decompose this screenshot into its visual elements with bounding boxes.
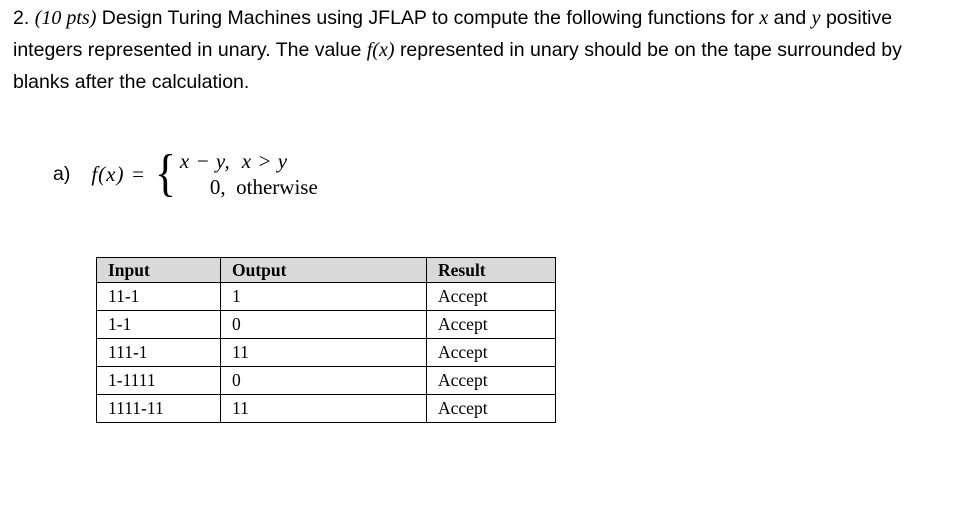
cell-input: 11-1: [96, 282, 221, 311]
formula-lhs: f(x) =: [91, 161, 146, 186]
cell-result: Accept: [426, 310, 556, 339]
table-row: 1-1111 0 Accept: [96, 366, 556, 395]
cell-result: Accept: [426, 282, 556, 311]
cell-output: 0: [220, 310, 427, 339]
item-label-a: a): [53, 162, 71, 185]
variable-y: y: [811, 7, 821, 29]
formula-part-a: a) f(x) = { x − y, x > y 0, otherwise: [53, 148, 318, 200]
cell-result: Accept: [426, 366, 556, 395]
cell-input: 111-1: [96, 338, 221, 367]
points-label: (10 pts): [34, 7, 97, 29]
problem-line-3: blanks after the calculation.: [13, 66, 973, 98]
cell-result: Accept: [426, 394, 556, 423]
table-row: 111-1 11 Accept: [96, 338, 556, 367]
cell-output: 0: [220, 366, 427, 395]
piecewise-cases: x − y, x > y 0, otherwise: [180, 148, 318, 200]
cell-output: 1: [220, 282, 427, 311]
column-header-input: Input: [96, 257, 221, 283]
problem-text-1: Design Turing Machines using JFLAP to co…: [101, 7, 754, 29]
column-header-output: Output: [220, 257, 427, 283]
problem-line-2: integers represented in unary. The value…: [13, 34, 973, 66]
problem-number: 2.: [13, 7, 30, 29]
case-x-greater-y: x − y, x > y: [179, 149, 288, 173]
results-table: Input Output Result 11-1 1 Accept 1-1 0 …: [96, 257, 556, 423]
cell-input: 1-1: [96, 310, 221, 339]
cell-input: 1-1111: [96, 366, 221, 395]
problem-text-4: blanks after the calculation.: [13, 71, 250, 93]
column-header-result: Result: [426, 257, 556, 283]
case-otherwise: 0, otherwise: [209, 175, 318, 199]
problem-text-and: and: [773, 7, 807, 29]
problem-line-1: 2. (10 pts) Design Turing Machines using…: [13, 2, 973, 34]
table-header-row: Input Output Result: [96, 257, 556, 283]
table-row: 1111-11 11 Accept: [96, 394, 556, 423]
problem-text-positive: positive: [825, 7, 893, 29]
cell-input: 1111-11: [96, 394, 221, 423]
problem-text-3: represented in unary should be on the ta…: [399, 39, 902, 61]
left-brace: {: [154, 145, 177, 202]
problem-text-2: integers represented in unary. The value: [13, 39, 362, 61]
cell-output: 11: [220, 338, 427, 367]
table-row: 1-1 0 Accept: [96, 310, 556, 339]
variable-x: x: [759, 7, 769, 29]
table-row: 11-1 1 Accept: [96, 282, 556, 311]
cell-output: 11: [220, 394, 427, 423]
problem-statement: 2. (10 pts) Design Turing Machines using…: [13, 2, 973, 98]
function-fx: f(x): [366, 39, 395, 61]
cell-result: Accept: [426, 338, 556, 367]
